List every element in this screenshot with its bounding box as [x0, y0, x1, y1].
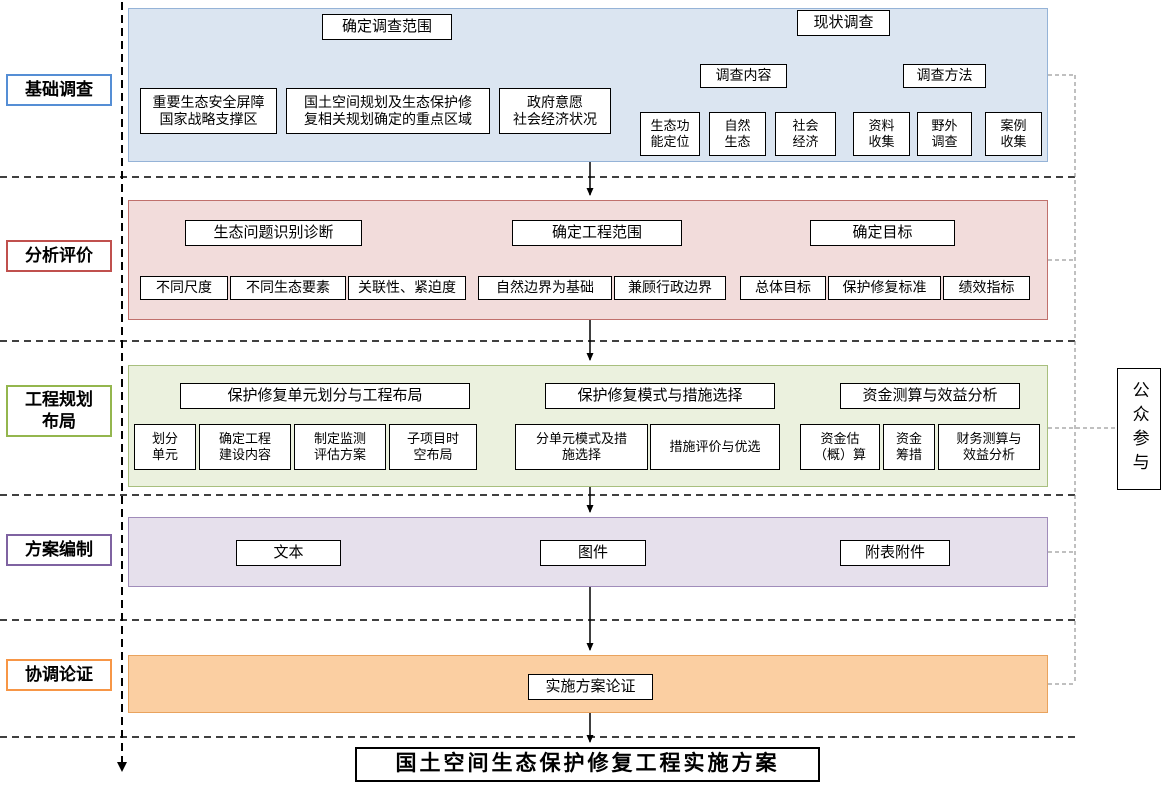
- fund-item-estimate: 资金估 （概）算: [800, 424, 880, 470]
- survey-content-box: 调查内容: [700, 64, 787, 88]
- content-item-eco-function: 生态功 能定位: [640, 112, 700, 156]
- content-item-socio-economy: 社会 经济: [775, 112, 836, 156]
- mode-item-per-unit: 分单元模式及措 施选择: [515, 424, 648, 470]
- unit-item-division: 划分 单元: [134, 424, 196, 470]
- fund-item-raising: 资金 筹措: [883, 424, 935, 470]
- goal-item-standards: 保护修复标准: [828, 276, 941, 300]
- mode-item-evaluation: 措施评价与优选: [650, 424, 780, 470]
- stage-label-planning: 工程规划 布局: [6, 385, 112, 437]
- goal-item-kpi: 绩效指标: [943, 276, 1030, 300]
- unit-item-construction: 确定工程 建设内容: [199, 424, 291, 470]
- status-survey-title-box: 现状调查: [797, 10, 890, 36]
- project-scope-box: 确定工程范围: [512, 220, 682, 246]
- compilation-item-attachments: 附表附件: [840, 540, 950, 566]
- compilation-item-maps: 图件: [540, 540, 646, 566]
- survey-scope-title-box: 确定调查范围: [322, 14, 452, 40]
- method-item-field-survey: 野外 调查: [917, 112, 972, 156]
- scope-item-admin-boundary: 兼顾行政边界: [614, 276, 726, 300]
- fund-item-benefit: 财务测算与 效益分析: [938, 424, 1040, 470]
- survey-scope-item-barrier: 重要生态安全屏障 国家战略支撑区: [140, 88, 277, 134]
- goal-item-overall: 总体目标: [740, 276, 826, 300]
- diagnosis-box: 生态问题识别诊断: [185, 220, 362, 246]
- stage-label-compilation: 方案编制: [6, 534, 112, 566]
- unit-item-subproject-layout: 子项目时 空布局: [389, 424, 477, 470]
- survey-scope-item-planning-areas: 国土空间规划及生态保护修 复相关规划确定的重点区域: [286, 88, 490, 134]
- unit-item-monitoring: 制定监测 评估方案: [294, 424, 386, 470]
- method-item-data-collection: 资料 收集: [853, 112, 910, 156]
- diagnosis-item-elements: 不同生态要素: [230, 276, 346, 300]
- diagnosis-item-urgency: 关联性、紧迫度: [348, 276, 466, 300]
- stage-label-survey: 基础调查: [6, 74, 112, 106]
- compilation-item-text: 文本: [236, 540, 341, 566]
- analysis-band: [128, 200, 1048, 320]
- mode-selection-box: 保护修复模式与措施选择: [545, 383, 775, 409]
- diagnosis-item-scales: 不同尺度: [140, 276, 228, 300]
- review-box: 实施方案论证: [528, 674, 653, 700]
- goal-box: 确定目标: [810, 220, 955, 246]
- final-plan-box: 国土空间生态保护修复工程实施方案: [355, 747, 820, 782]
- survey-scope-item-government: 政府意愿 社会经济状况: [499, 88, 611, 134]
- stage-label-analysis: 分析评价: [6, 240, 112, 272]
- scope-item-natural-boundary: 自然边界为基础: [478, 276, 612, 300]
- public-participation-box: 公众参与: [1117, 368, 1161, 490]
- unit-division-box: 保护修复单元划分与工程布局: [180, 383, 470, 409]
- survey-method-box: 调查方法: [903, 64, 986, 88]
- method-item-case-collection: 案例 收集: [985, 112, 1042, 156]
- content-item-natural-ecology: 自然 生态: [709, 112, 766, 156]
- stage-label-coordination: 协调论证: [6, 659, 112, 691]
- fund-analysis-box: 资金测算与效益分析: [840, 383, 1020, 409]
